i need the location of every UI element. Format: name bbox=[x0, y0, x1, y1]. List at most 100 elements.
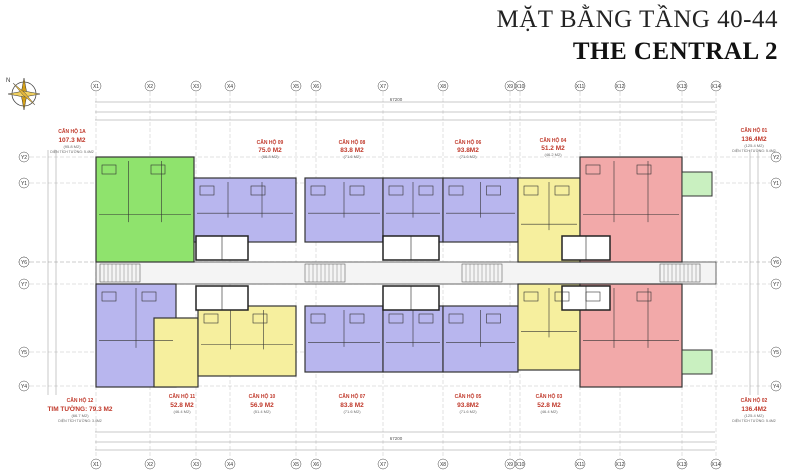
grid-label-x9: X9 bbox=[507, 84, 513, 90]
stair-treads bbox=[103, 264, 697, 282]
grid-bubble-x10 bbox=[514, 80, 526, 92]
unit-label-1a: CĂN HỘ 1A 107.3 M2 (95.8 M2) DIỆN TÍCH T… bbox=[50, 127, 93, 154]
furniture bbox=[388, 313, 404, 324]
grid-label-x4: X4 bbox=[227, 84, 233, 90]
furniture bbox=[349, 185, 365, 196]
furniture bbox=[523, 291, 539, 302]
svg-text:CĂN HỘ 09: CĂN HỘ 09 bbox=[257, 138, 284, 146]
grid-label-x8: X8 bbox=[440, 84, 446, 90]
grid-label-y1: Y1 bbox=[773, 181, 779, 187]
svg-text:DIỆN TÍCH TƯỜNG: 5.4M2: DIỆN TÍCH TƯỜNG: 5.4M2 bbox=[732, 418, 775, 423]
plan-title: MẶT BẰNG TẦNG 40-44 bbox=[496, 6, 778, 33]
svg-text:136.4M2: 136.4M2 bbox=[741, 406, 767, 413]
grid-bubble-x1 bbox=[90, 80, 102, 92]
grid-bubble-y7 bbox=[770, 278, 782, 290]
svg-text:(46.4 M2): (46.4 M2) bbox=[173, 409, 191, 414]
balcony-01 bbox=[681, 171, 713, 197]
unit-label-08: CĂN HỘ 08 83.8 M2 (71.6 M2) bbox=[339, 138, 366, 159]
grid-bubble-x1 bbox=[90, 458, 102, 470]
grid-bubble-x4 bbox=[224, 458, 236, 470]
unit-10 bbox=[197, 305, 297, 377]
grid-label-y7: Y7 bbox=[773, 282, 779, 288]
svg-text:CĂN HỘ 03: CĂN HỘ 03 bbox=[536, 392, 563, 400]
compass-icon: N bbox=[6, 77, 41, 111]
svg-text:56.9 M2: 56.9 M2 bbox=[250, 402, 274, 409]
grid-bubble-x13 bbox=[676, 458, 688, 470]
grid-bubble-x4 bbox=[224, 80, 236, 92]
grid-label-y4: Y4 bbox=[21, 384, 27, 390]
grid-bubble-x10 bbox=[514, 458, 526, 470]
grid-bubble-y6 bbox=[18, 256, 30, 268]
grid-label-y2: Y2 bbox=[773, 155, 779, 161]
svg-text:CĂN HỘ 04: CĂN HỘ 04 bbox=[540, 136, 567, 144]
furniture bbox=[486, 185, 501, 196]
furniture bbox=[203, 313, 219, 324]
unit-label-04: CĂN HỘ 04 51.2 M2 (46.2 M2) bbox=[540, 136, 567, 157]
svg-text:51.2 M2: 51.2 M2 bbox=[541, 145, 565, 152]
grid-label-y5: Y5 bbox=[773, 350, 779, 356]
furniture bbox=[636, 291, 652, 302]
grid-label-x2: X2 bbox=[147, 462, 153, 468]
furniture bbox=[141, 291, 157, 302]
furniture bbox=[448, 185, 464, 196]
grid-label-x11: X11 bbox=[576, 462, 585, 468]
furniture bbox=[523, 185, 539, 196]
svg-text:DIỆN TÍCH TƯỜNG: 5.4M2: DIỆN TÍCH TƯỜNG: 5.4M2 bbox=[732, 148, 775, 153]
grid-bubble-y2 bbox=[18, 151, 30, 163]
grid-label-x1: X1 bbox=[93, 462, 99, 468]
project-name: THE CENTRAL 2 bbox=[572, 38, 778, 65]
svg-text:(71.6 M2): (71.6 M2) bbox=[343, 154, 361, 159]
grid-label-y5: Y5 bbox=[21, 350, 27, 356]
furniture bbox=[554, 185, 570, 196]
grid-label-y1: Y1 bbox=[21, 181, 27, 187]
svg-text:(71.6 M2): (71.6 M2) bbox=[459, 154, 477, 159]
svg-text:CĂN HỘ 1A: CĂN HỘ 1A bbox=[58, 127, 86, 135]
grid-label-x2: X2 bbox=[147, 84, 153, 90]
grid-label-x6: X6 bbox=[313, 84, 319, 90]
grid-bubble-x6 bbox=[310, 458, 322, 470]
grid-bubble-x11 bbox=[574, 80, 586, 92]
svg-text:(125.4 M2): (125.4 M2) bbox=[744, 143, 764, 148]
furniture bbox=[150, 164, 166, 175]
furniture bbox=[349, 313, 365, 324]
svg-text:CĂN HỘ 07: CĂN HỘ 07 bbox=[339, 392, 366, 400]
furniture bbox=[448, 313, 464, 324]
svg-text:CĂN HỘ 01: CĂN HỘ 01 bbox=[741, 126, 768, 134]
unit-label-10: CĂN HỘ 10 56.9 M2 (51.4 M2) bbox=[249, 392, 276, 414]
grid-label-x3: X3 bbox=[193, 462, 199, 468]
grid-label-x4: X4 bbox=[227, 462, 233, 468]
unit-label-03: CĂN HỘ 03 52.8 M2 (46.4 M2) bbox=[536, 392, 563, 414]
furniture bbox=[554, 291, 570, 302]
grid-bubble-x8 bbox=[437, 458, 449, 470]
grid-bubble-x2 bbox=[144, 458, 156, 470]
grid-label-x14: X14 bbox=[712, 84, 721, 90]
grid-label-x7: X7 bbox=[380, 462, 386, 468]
grid-bubble-x12 bbox=[614, 458, 626, 470]
furniture bbox=[199, 185, 215, 196]
grid-bubble-y5 bbox=[770, 346, 782, 358]
grid-bubble-y2 bbox=[770, 151, 782, 163]
grid-label-x9: X9 bbox=[507, 462, 513, 468]
furniture bbox=[252, 313, 268, 324]
grid-label-x13: X13 bbox=[678, 462, 687, 468]
grid-label-y2: Y2 bbox=[21, 155, 27, 161]
dimension-lines bbox=[47, 101, 759, 451]
svg-text:52.8 M2: 52.8 M2 bbox=[170, 402, 194, 409]
grid-label-y6: Y6 bbox=[21, 260, 27, 266]
grid-bubble-x6 bbox=[310, 80, 322, 92]
svg-text:136.4M2: 136.4M2 bbox=[741, 136, 767, 143]
svg-text:CĂN HỘ 08: CĂN HỘ 08 bbox=[339, 138, 366, 146]
grid-bubble-x11 bbox=[574, 458, 586, 470]
svg-text:83.8 M2: 83.8 M2 bbox=[340, 147, 364, 154]
furniture bbox=[101, 291, 117, 302]
furniture bbox=[418, 185, 434, 196]
grid-label-y4: Y4 bbox=[773, 384, 779, 390]
grid-bubble-y7 bbox=[18, 278, 30, 290]
grid-bubble-x7 bbox=[377, 458, 389, 470]
grid-label-x3: X3 bbox=[193, 84, 199, 90]
svg-text:N: N bbox=[6, 78, 10, 84]
grid-label-x11: X11 bbox=[576, 84, 585, 90]
furniture bbox=[585, 291, 601, 302]
grid-bubble-x3 bbox=[190, 458, 202, 470]
